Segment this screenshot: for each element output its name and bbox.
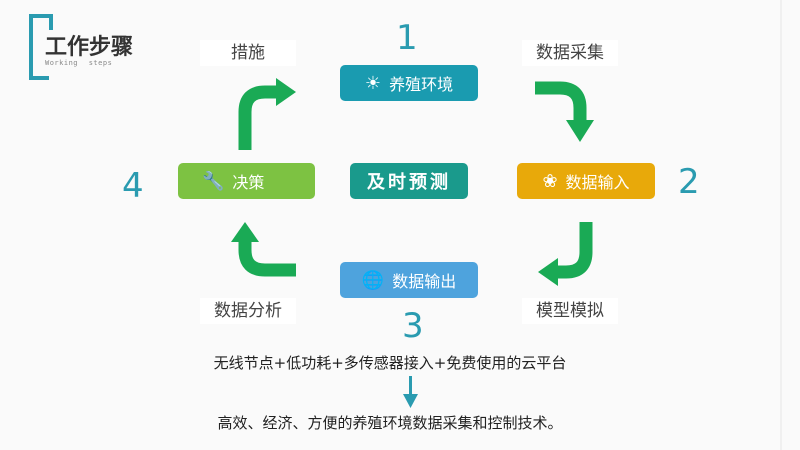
step-number-1: 1 <box>396 18 418 58</box>
wrench-icon: 🔧 <box>202 170 225 192</box>
step-label: 数据输入 <box>565 173 630 192</box>
down-arrow-icon <box>403 376 418 408</box>
arrowhead-bottom-left <box>231 222 259 242</box>
step-number-2: 2 <box>678 162 700 202</box>
step-box-4[interactable]: 🔧 决策 <box>178 163 315 199</box>
step-label: 养殖环境 <box>389 75 454 94</box>
arrow-top-right <box>535 81 587 122</box>
step-number-4: 4 <box>122 166 144 206</box>
step-box-2[interactable]: ❀ 数据输入 <box>517 163 655 199</box>
arrowhead-bottom-right <box>538 258 558 286</box>
leaf-icon: ❀ <box>542 170 558 192</box>
label-bottom-left: 数据分析 <box>200 298 296 324</box>
center-label: 及时预测 <box>367 172 451 193</box>
sun-icon: ☀ <box>364 72 382 94</box>
label-top-right: 数据采集 <box>522 40 618 66</box>
globe-computer-icon: 🌐 <box>361 269 385 291</box>
step-box-1[interactable]: ☀ 养殖环境 <box>340 65 478 101</box>
page-title: 工作步骤 <box>45 35 134 60</box>
step-label: 数据输出 <box>392 272 457 291</box>
label-bottom-right: 模型模拟 <box>522 298 618 324</box>
arrowhead-top-left <box>276 78 296 106</box>
arrowhead-top-right <box>566 120 594 142</box>
page-subtitle: Working steps <box>45 59 113 67</box>
summary-line-2: 高效、经济、方便的养殖环境数据采集和控制技术。 <box>217 414 563 432</box>
title-bracket <box>29 14 53 80</box>
arrow-top-left <box>238 85 278 150</box>
summary-line-1: 无线节点+低功耗+多传感器接入+免费使用的云平台 <box>213 354 567 372</box>
label-top-left: 措施 <box>200 40 296 66</box>
step-number-3: 3 <box>402 306 424 346</box>
arrow-bottom-right <box>556 222 593 279</box>
arrow-bottom-left <box>238 240 296 277</box>
step-box-3[interactable]: 🌐 数据输出 <box>340 262 478 298</box>
center-box: 及时预测 <box>350 163 468 199</box>
step-label: 决策 <box>232 173 265 192</box>
